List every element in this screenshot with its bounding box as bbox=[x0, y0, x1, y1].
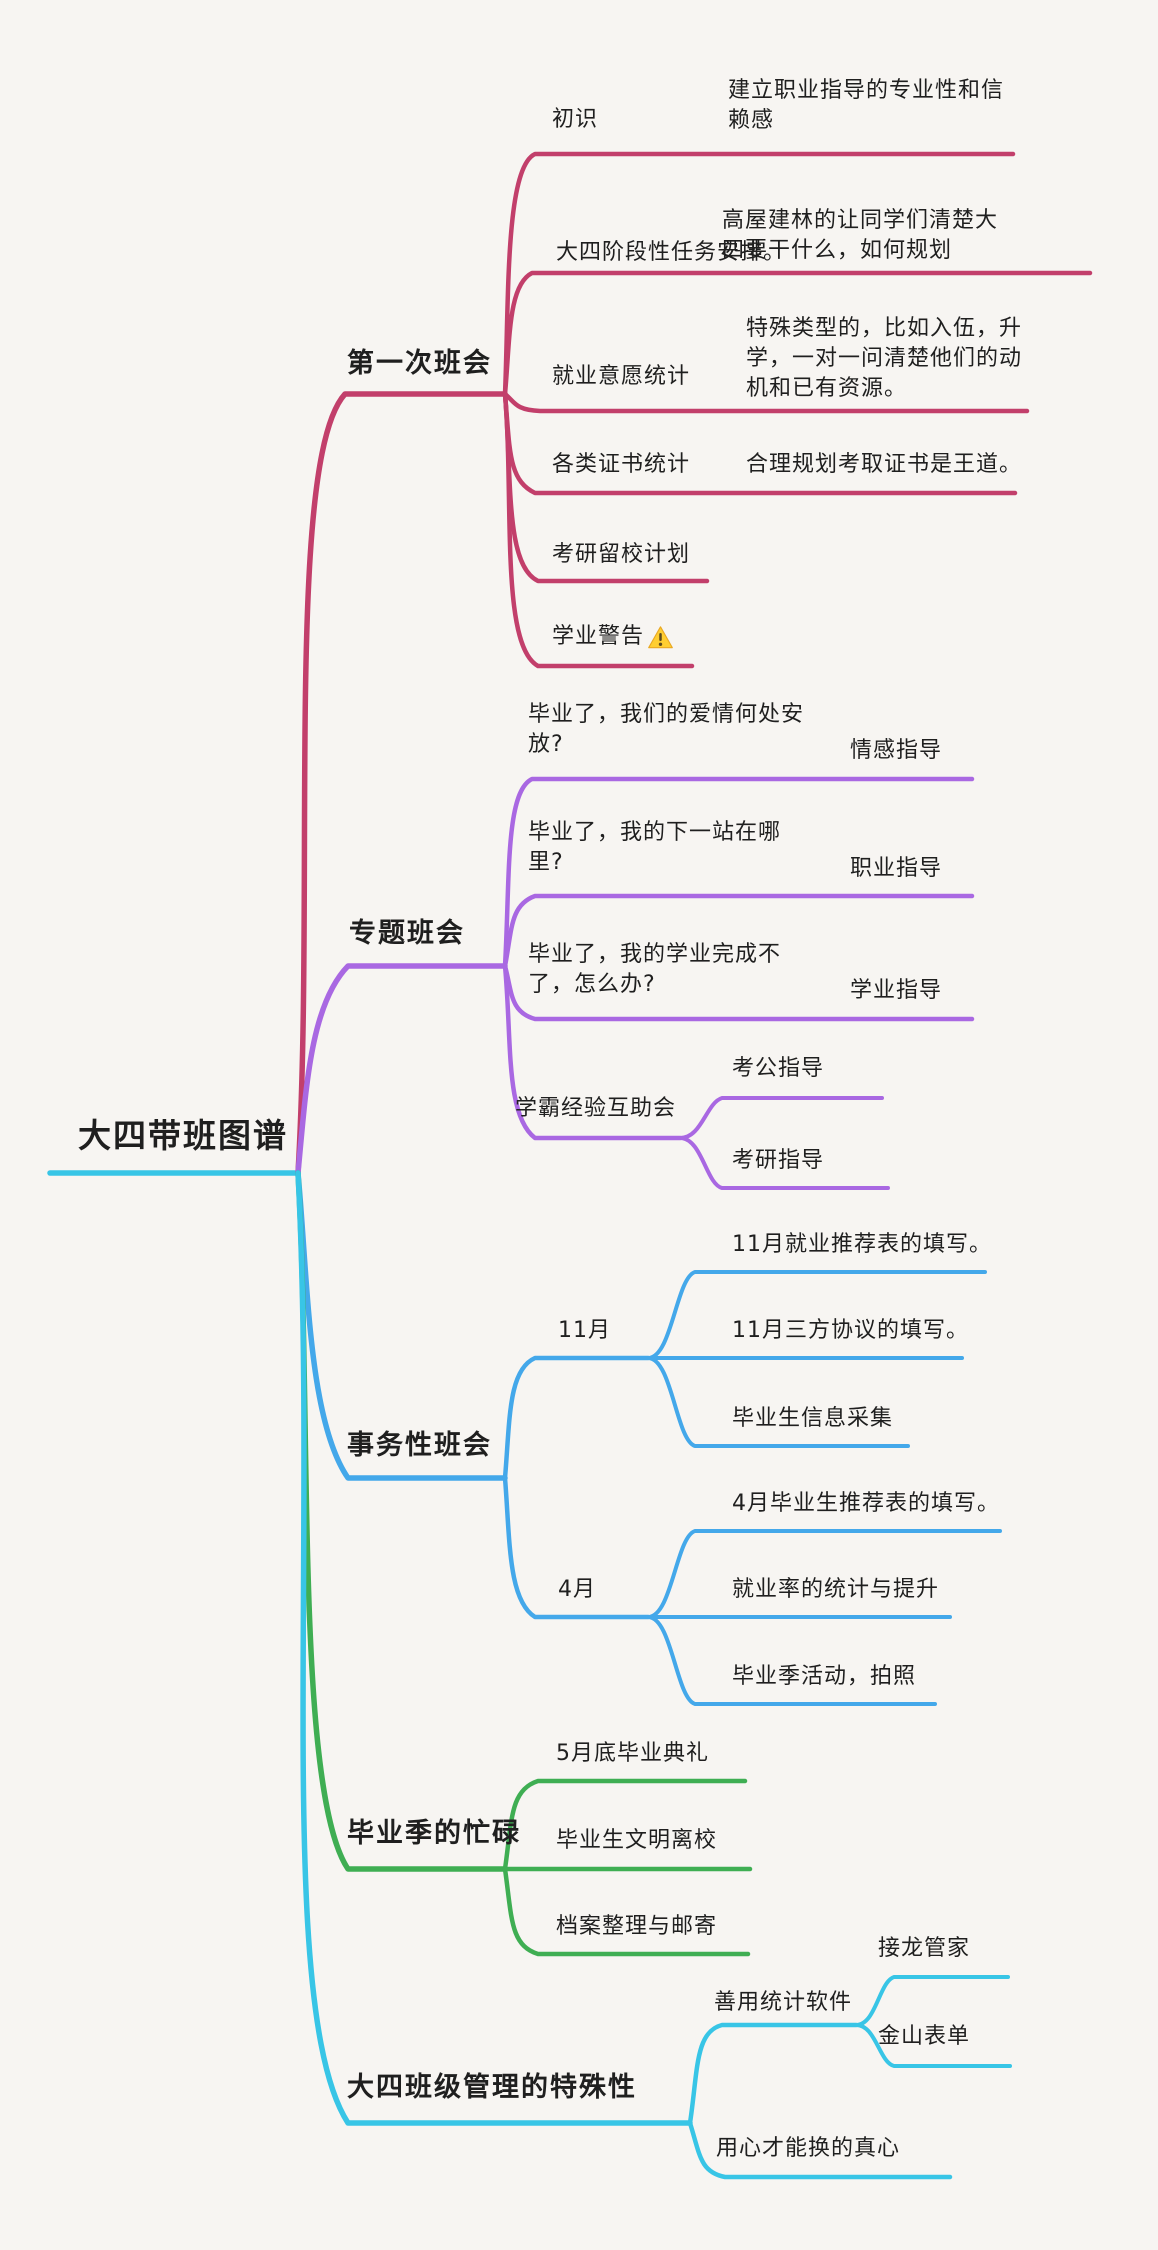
branch-label-first-meeting[interactable]: 第一次班会 bbox=[347, 348, 492, 379]
node-academic-warning[interactable]: 学业警告 bbox=[552, 622, 674, 652]
root-node[interactable]: 大四带班图谱 bbox=[78, 1116, 288, 1155]
node-civil-exam-guidance[interactable]: 考公指导 bbox=[732, 1056, 825, 1081]
node-april[interactable]: 4月 bbox=[558, 1577, 596, 1602]
node-use-statistics-software[interactable]: 善用统计软件 bbox=[714, 1990, 853, 2015]
node-jinshan-form[interactable]: 金山表单 bbox=[878, 2024, 971, 2049]
node-civilized-leaving-school[interactable]: 毕业生文明离校 bbox=[556, 1828, 718, 1853]
note-senior-task-plan[interactable]: 高屋建林的让同学们清楚大 四要干什么，如何规划 bbox=[722, 208, 999, 263]
node-first-acquaintance[interactable]: 初识 bbox=[552, 107, 599, 132]
branch-label-graduation-season[interactable]: 毕业季的忙碌 bbox=[347, 1818, 521, 1849]
node-apr-recommendation-form[interactable]: 4月毕业生推荐表的填写。 bbox=[732, 1491, 1000, 1516]
node-may-graduation-ceremony[interactable]: 5月底毕业典礼 bbox=[556, 1741, 709, 1766]
note-employment-intention-stats[interactable]: 特殊类型的，比如入伍，升 学，一对一问清楚他们的动 机和已有资源。 bbox=[746, 316, 1023, 401]
node-top-student-mutual-aid[interactable]: 学霸经验互助会 bbox=[515, 1096, 677, 1121]
note-certificate-stats[interactable]: 合理规划考取证书是王道。 bbox=[746, 452, 1023, 477]
branch-admin-meeting-connectors bbox=[295, 1170, 1002, 1706]
branch-theme-meeting-connectors bbox=[295, 776, 975, 1190]
node-november[interactable]: 11月 bbox=[558, 1318, 611, 1343]
note-career-guidance[interactable]: 职业指导 bbox=[850, 856, 943, 881]
node-love-question[interactable]: 毕业了，我们的爱情何处安 放? bbox=[528, 702, 805, 757]
note-academic-guidance[interactable]: 学业指导 bbox=[850, 978, 943, 1003]
branch-first-meeting-connectors bbox=[295, 151, 1093, 1176]
node-nov-recommendation-form[interactable]: 11月就业推荐表的填写。 bbox=[732, 1232, 992, 1257]
note-emotional-guidance[interactable]: 情感指导 bbox=[850, 738, 943, 763]
branch-label-admin-meeting[interactable]: 事务性班会 bbox=[347, 1430, 492, 1461]
warning-icon bbox=[647, 624, 674, 651]
node-next-stop-question[interactable]: 毕业了，我的下一站在哪 里? bbox=[528, 820, 782, 875]
node-graduation-activities-photos[interactable]: 毕业季活动，拍照 bbox=[732, 1664, 917, 1689]
node-senior-task-plan[interactable]: 大四阶段性任务安排。 bbox=[556, 240, 787, 265]
node-nov-tripartite-agreement[interactable]: 11月三方协议的填写。 bbox=[732, 1318, 969, 1343]
note-career-guidance-trust[interactable]: 建立职业指导的专业性和信 赖感 bbox=[728, 78, 1005, 133]
node-certificate-stats[interactable]: 各类证书统计 bbox=[552, 452, 691, 477]
branch-label-class-management[interactable]: 大四班级管理的特殊性 bbox=[347, 2072, 637, 2103]
node-graduate-info-collection[interactable]: 毕业生信息采集 bbox=[732, 1406, 894, 1431]
branch-label-theme-meeting[interactable]: 专题班会 bbox=[349, 918, 465, 949]
node-sincerity-for-sincerity[interactable]: 用心才能换的真心 bbox=[716, 2136, 901, 2161]
node-employment-rate-stats[interactable]: 就业率的统计与提升 bbox=[732, 1577, 940, 1602]
node-employment-intention-stats[interactable]: 就业意愿统计 bbox=[552, 364, 691, 389]
node-postgrad-stay-plan[interactable]: 考研留校计划 bbox=[552, 542, 691, 567]
academic-warning-label: 学业警告 bbox=[552, 624, 645, 649]
branch-class-management-connectors bbox=[295, 1170, 1012, 2180]
node-archive-sorting-mailing[interactable]: 档案整理与邮寄 bbox=[556, 1914, 718, 1939]
node-jielong-manager[interactable]: 接龙管家 bbox=[878, 1936, 971, 1961]
node-unfinished-study-question[interactable]: 毕业了，我的学业完成不 了，怎么办? bbox=[528, 942, 782, 997]
node-postgrad-exam-guidance[interactable]: 考研指导 bbox=[732, 1148, 825, 1173]
